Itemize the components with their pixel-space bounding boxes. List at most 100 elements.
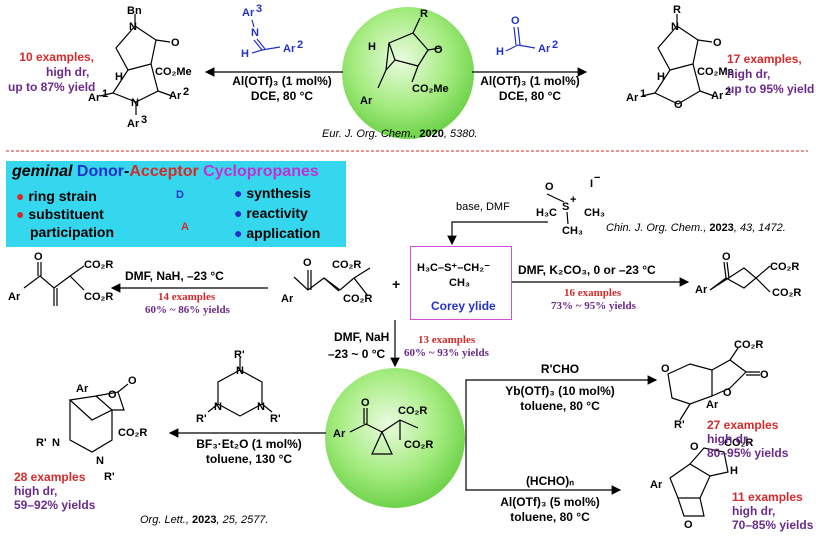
down-cond-1: DMF, NaH (334, 330, 390, 344)
svg-text:O: O (661, 363, 670, 375)
svg-text:N: N (251, 27, 259, 39)
bottom-left-examples: 28 examples (14, 470, 86, 484)
svg-text:Ar: Ar (88, 92, 101, 104)
banner-title: geminal Donor-Acceptor Cyclopropanes (12, 163, 319, 180)
svg-text:−: − (594, 172, 600, 184)
svg-text:H: H (368, 41, 376, 53)
svg-text:Ar: Ar (283, 43, 296, 55)
mid-right-yields: 73% ~ 95% yields (551, 300, 636, 312)
upper-right-reagent: R'CHO (540, 362, 580, 376)
mid-right-product (709, 261, 771, 293)
svg-text:Bn: Bn (127, 5, 142, 17)
svg-text:2: 2 (725, 86, 731, 98)
upper-right-solvent: toluene, 80 °C (520, 399, 600, 413)
svg-text:N: N (671, 21, 679, 33)
banner-donor-label: D (176, 189, 184, 201)
svg-text:H₃C: H₃C (536, 207, 557, 219)
svg-text:N: N (236, 365, 244, 377)
corey-ylide-box: H₃C–S⁺–CH₂⁻ CH₃ Corey ylide (410, 246, 512, 320)
svg-text:Ar: Ar (538, 43, 551, 55)
top-left-solvent: DCE, 80 °C (250, 89, 314, 103)
svg-text:S: S (562, 201, 569, 213)
bottom-upper-right-product (667, 347, 760, 421)
bottom-right-arrow-lower (465, 433, 622, 495)
down-cond-2: –23 ~ 0 °C (328, 347, 386, 361)
svg-text:Ar: Ar (695, 284, 708, 296)
sulfoxonium-salt: O H₃C S + CH₃ CH₃ I − (536, 172, 605, 237)
svg-text:R': R' (234, 349, 245, 361)
mid-left-product (23, 262, 85, 306)
svg-text:CO₂Me: CO₂Me (697, 66, 734, 78)
top-right-dr: high dr, (727, 67, 771, 81)
lower-right-solvent: toluene, 80 °C (510, 510, 590, 524)
svg-text:CO₂Me: CO₂Me (155, 66, 192, 78)
svg-text:O: O (511, 15, 520, 27)
svg-text:R': R' (36, 437, 47, 449)
svg-text:2: 2 (297, 39, 303, 51)
lower-right-catalyst: Al(OTf)₃ (5 mol%) (500, 495, 600, 509)
center-reference: Chin. J. Org. Chem., 2023, 43, 1472. (606, 222, 786, 234)
top-right-yield: up to 95% yield (727, 82, 815, 96)
top-center-labels: R H O CO₂Me Ar (360, 8, 449, 107)
svg-text:N: N (52, 437, 60, 449)
ylide-methyl: CH₃ (449, 277, 470, 289)
svg-text:CO₂R: CO₂R (398, 405, 427, 417)
svg-text:O: O (34, 251, 43, 263)
svg-text:R': R' (674, 419, 685, 431)
top-reference: Eur. J. Org. Chem., 2020, 5380. (322, 128, 478, 140)
svg-text:O: O (723, 387, 732, 399)
lower-right-examples: 11 examples (732, 490, 803, 504)
svg-text:H: H (241, 48, 249, 60)
top-left-catalyst: Al(OTf)₃ (1 mol%) (232, 74, 332, 88)
svg-text:R': R' (104, 471, 115, 483)
svg-text:CO₂R: CO₂R (118, 427, 147, 439)
svg-text:CH₃: CH₃ (562, 225, 583, 237)
svg-text:O: O (713, 37, 722, 49)
banner-left-list: ● ring strain ● substituent participatio… (16, 187, 114, 241)
svg-text:Ar: Ar (711, 90, 724, 102)
top-center-structure (377, 17, 441, 89)
svg-text:O: O (303, 257, 312, 269)
triazinane-structure (207, 358, 273, 417)
concept-banner: geminal Donor-Acceptor Cyclopropanes ● r… (6, 161, 346, 247)
svg-text:CO₂R: CO₂R (734, 339, 763, 351)
svg-text:CO₂R: CO₂R (404, 439, 433, 451)
svg-text:R': R' (270, 413, 281, 425)
svg-text:O: O (361, 397, 370, 409)
plus-sign: + (392, 276, 401, 292)
svg-text:Ar: Ar (76, 383, 89, 395)
upper-right-dr: high dr, (707, 432, 751, 446)
svg-text:CO₂R: CO₂R (772, 287, 801, 299)
banner-left-item: ● ring strain (16, 188, 97, 204)
bottom-right-arrow-upper (465, 375, 658, 433)
top-left-yield: up to 87% yield (8, 80, 96, 94)
down-yields: 60% ~ 93% yields (404, 347, 489, 359)
lower-right-dr: high dr, (732, 504, 776, 518)
lower-right-conditions: Al(OTf)₃ (5 mol%) toluene, 80 °C (480, 495, 620, 525)
bottom-left-dr: high dr, (14, 484, 58, 498)
svg-text:CH₃: CH₃ (584, 207, 605, 219)
mid-left-examples: 14 examples (158, 291, 216, 303)
bottom-lower-right-product (669, 447, 729, 517)
svg-text:N: N (257, 401, 265, 413)
svg-text:CO₂R: CO₂R (84, 259, 113, 271)
svg-text:Ar: Ar (706, 399, 719, 411)
top-left-dr: high dr, (46, 65, 90, 79)
svg-text:N: N (214, 401, 222, 413)
svg-text:Ar: Ar (626, 92, 639, 104)
bottom-left-catalyst: BF₃·Et₂O (1 mol%) (196, 437, 302, 451)
svg-text:Ar: Ar (127, 118, 140, 130)
banner-right-list: ● synthesis ● reactivity ● application (234, 183, 320, 243)
svg-text:+: + (570, 194, 576, 206)
svg-text:H: H (115, 71, 123, 83)
svg-text:CO₂R: CO₂R (332, 259, 361, 271)
mid-right-conditions: DMF, K₂CO₃, 0 or –23 °C (518, 263, 656, 277)
svg-text:Ar: Ar (8, 291, 21, 303)
svg-text:N: N (129, 21, 137, 33)
ylide-structure: H₃C–S⁺–CH₂⁻ (417, 262, 490, 274)
bottom-sphere (325, 368, 465, 508)
